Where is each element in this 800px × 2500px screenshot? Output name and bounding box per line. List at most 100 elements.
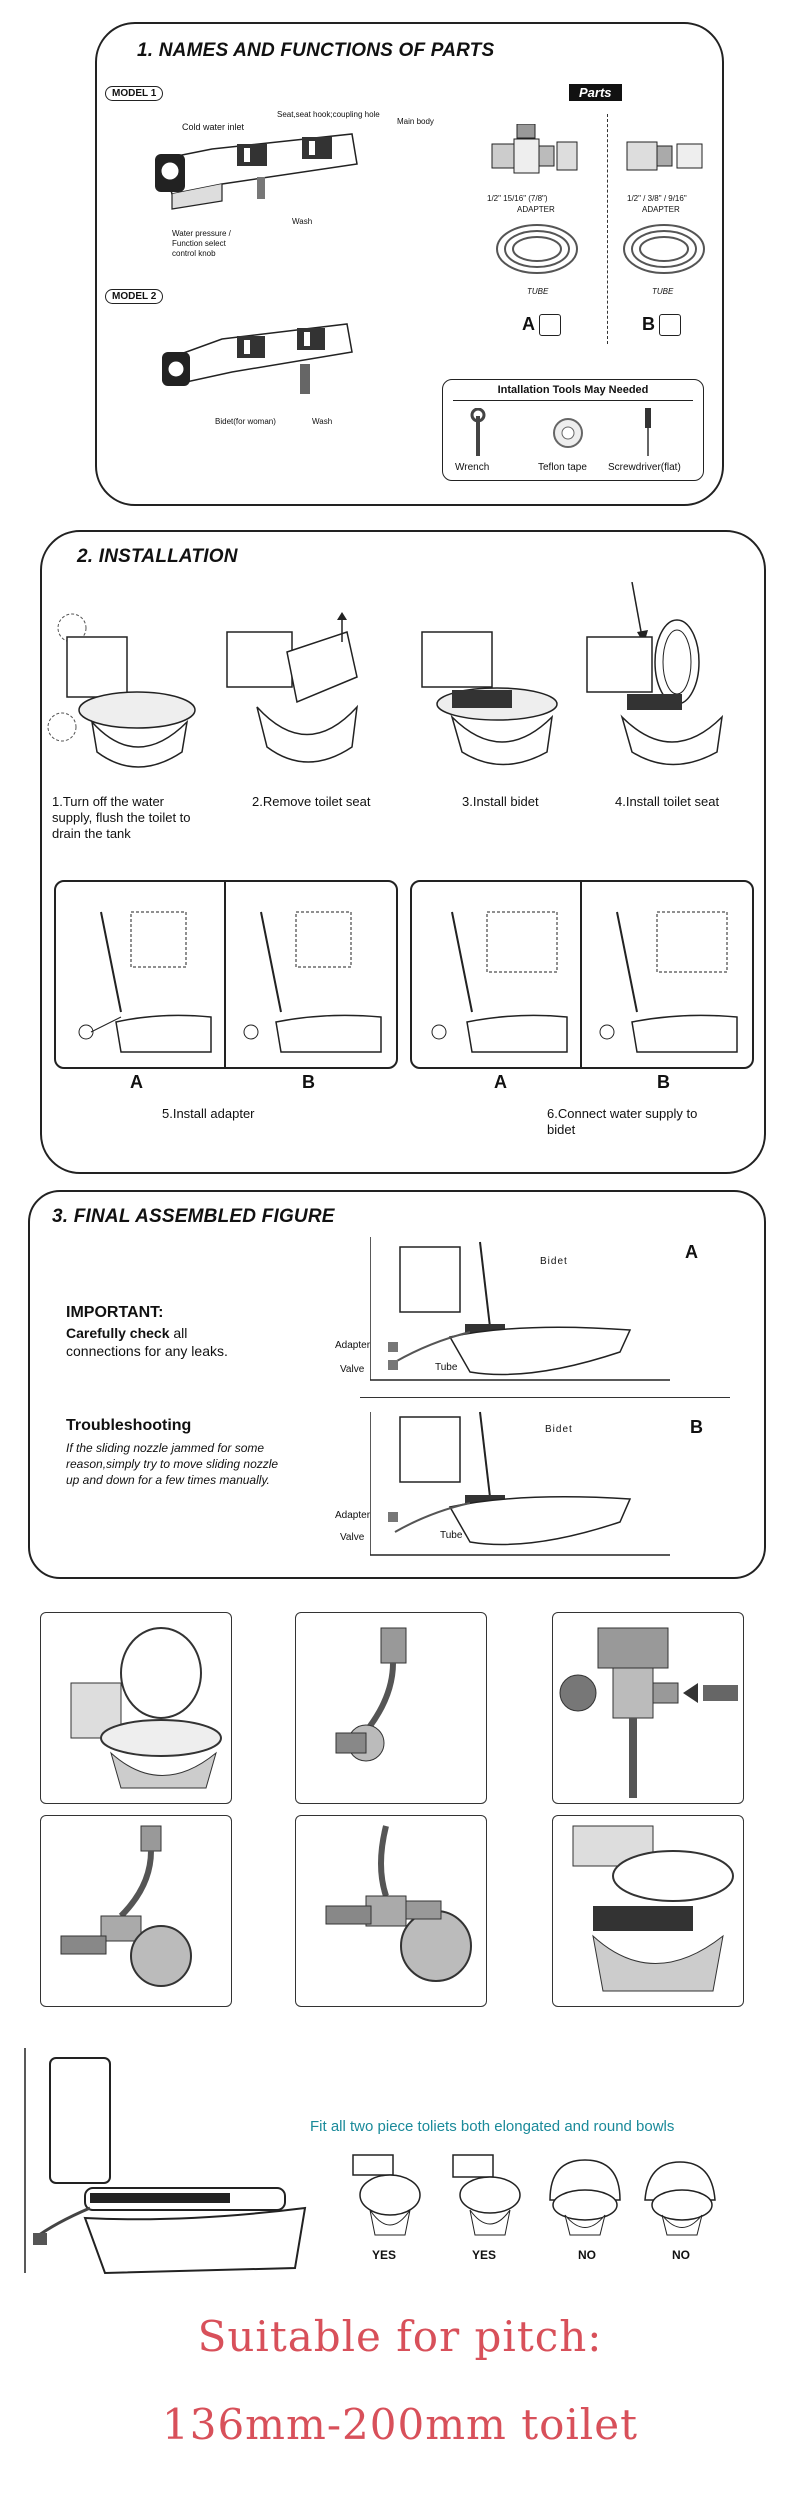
tube-b-label: TUBE: [652, 287, 674, 296]
a-label-bidet: Bidet: [540, 1256, 568, 1267]
label-wash: Wash: [292, 217, 313, 226]
photo-hose-valve-illustration: [60, 1825, 192, 1987]
step2-toilet-illustration: [226, 612, 359, 763]
label-wash-2: Wash: [312, 417, 333, 426]
important-heading: IMPORTANT:: [66, 1304, 164, 1321]
adapter-b-icon: [626, 141, 703, 171]
b-label-bidet: Bidet: [545, 1424, 573, 1435]
a-label-valve: Valve: [340, 1364, 365, 1375]
assembled-label-a: A: [685, 1242, 698, 1262]
photo-bidet-installed-illustration: [572, 1825, 734, 1992]
label-cold-water-inlet: Cold water inlet: [182, 122, 245, 132]
model2-bidet-illustration: [162, 323, 353, 394]
a-label-adapter: Adapter: [335, 1340, 371, 1351]
screwdriver-icon: [645, 408, 651, 456]
b-label-valve: Valve: [340, 1532, 365, 1543]
tools-box: Intallation Tools May Needed Wrench Tefl…: [442, 379, 704, 481]
tool-screwdriver: Screwdriver(flat): [608, 462, 681, 473]
photo-t-adapter-illustration: [559, 1627, 738, 1798]
option-a-checkbox: [539, 314, 561, 337]
option-b-checkbox: [659, 314, 681, 337]
photo-toilet-seat-illustration: [70, 1627, 222, 1789]
option-b: B: [642, 314, 681, 337]
fit-verdict-1: YES: [372, 2248, 397, 2262]
fit-verdict-2: YES: [472, 2248, 497, 2262]
option-a-letter: A: [522, 314, 535, 334]
important-rest: all connections for any leaks.: [66, 1325, 228, 1359]
assembled-b-illustration: [370, 1411, 670, 1556]
teflon-tape-icon: [553, 418, 583, 448]
step5-split: [224, 882, 226, 1067]
assembled-divider: [360, 1397, 730, 1398]
assembled-title: 3. FINAL ASSEMBLED FIGURE: [52, 1206, 335, 1227]
troubleshooting-heading: Troubleshooting: [66, 1417, 192, 1434]
step2-caption: 2.Remove toilet seat: [252, 794, 371, 809]
step6-split: [580, 882, 582, 1067]
tool-teflon: Teflon tape: [538, 462, 587, 473]
a-label-tube: Tube: [435, 1362, 458, 1373]
model2-label: MODEL 2: [105, 289, 164, 304]
parts-panel: 1. NAMES AND FUNCTIONS OF PARTS MODEL 1 …: [95, 22, 724, 506]
fit-toilet-4: [644, 2161, 716, 2236]
step6-label-b: B: [657, 1072, 670, 1092]
fit-verdict-4: NO: [672, 2248, 690, 2262]
fit-verdict-3: NO: [578, 2248, 596, 2262]
installation-panel: 2. INSTALLATION 1.Turn off the water sup…: [40, 530, 766, 1174]
important-text: Carefully check all connections for any …: [66, 1324, 246, 1360]
tube-a-label: TUBE: [527, 287, 549, 296]
step5b-illustration: [243, 911, 382, 1053]
photo-hose-valve: [40, 1815, 232, 2007]
important-bold: Carefully check: [66, 1325, 170, 1341]
photo-valve-adapter: [295, 1612, 487, 1804]
tools-title-rule: [453, 400, 693, 401]
b-label-adapter: Adapter: [335, 1510, 371, 1521]
tube-b-icon: [623, 224, 705, 274]
label-seat-hook: Seat,seat hook;coupling hole: [277, 110, 380, 119]
step1-toilet-illustration: [47, 613, 196, 768]
fit-title: Fit all two piece toliets both elongated…: [310, 2118, 675, 2135]
model1-bidet-illustration: [155, 133, 358, 210]
fit-toilet-1: [352, 2154, 421, 2236]
label-bidet-women: Bidet(for woman): [215, 417, 276, 426]
step5a-illustration: [78, 911, 212, 1053]
step6b-illustration: [599, 911, 738, 1053]
adapter-a-icon: [491, 124, 578, 174]
step6-label-a: A: [494, 1072, 507, 1092]
step4-toilet-illustration: [586, 582, 724, 766]
footer-line-1: Suitable for pitch:: [197, 2312, 603, 2361]
parts-title: 1. NAMES AND FUNCTIONS OF PARTS: [137, 40, 495, 61]
adapter-a-sizes: 1/2" 15/16" (7/8"): [487, 194, 548, 203]
step5-label-a: A: [130, 1072, 143, 1092]
step3-toilet-illustration: [421, 631, 558, 766]
step5-label-b: B: [302, 1072, 315, 1092]
troubleshooting-text: If the sliding nozzle jammed for some re…: [66, 1441, 279, 1487]
photo-valve-adapter-illustration: [335, 1627, 407, 1762]
tube-a-icon: [496, 224, 578, 274]
step1-caption: 1.Turn off the water supply, flush the t…: [52, 794, 191, 841]
model1-label: MODEL 1: [105, 86, 164, 101]
tool-wrench: Wrench: [455, 462, 490, 473]
photo-valve-knob-illustration: [325, 1825, 472, 1982]
option-a: A: [522, 314, 561, 337]
side-view-toilet-illustration: [24, 2048, 307, 2275]
step3-caption: 3.Install bidet: [462, 794, 539, 809]
assembled-a-illustration: [370, 1237, 670, 1381]
fit-toilet-3: [549, 2159, 621, 2236]
assembled-panel: 3. FINAL ASSEMBLED FIGURE IMPORTANT: Car…: [28, 1190, 766, 1579]
label-main-body: Main body: [397, 117, 434, 126]
adapter-b-sizes: 1/2" / 3/8" / 9/16": [627, 194, 687, 203]
fit-toilet-2: [452, 2154, 521, 2236]
parts-divider: [607, 114, 608, 344]
wrench-icon: [470, 408, 486, 456]
parts-heading: Parts: [569, 84, 622, 101]
b-label-tube: Tube: [440, 1530, 463, 1541]
step4-caption: 4.Install toilet seat: [615, 794, 720, 809]
step6-caption: 6.Connect water supply to bidet: [547, 1106, 698, 1137]
label-knob: Water pressure / Function select control…: [172, 229, 231, 258]
photo-bidet-installed: [552, 1815, 744, 2007]
step5-frame: [54, 880, 398, 1069]
step6a-illustration: [431, 911, 568, 1053]
tools-title: Intallation Tools May Needed: [497, 384, 649, 396]
assembled-label-b: B: [690, 1417, 703, 1437]
installation-title: 2. INSTALLATION: [77, 546, 238, 567]
